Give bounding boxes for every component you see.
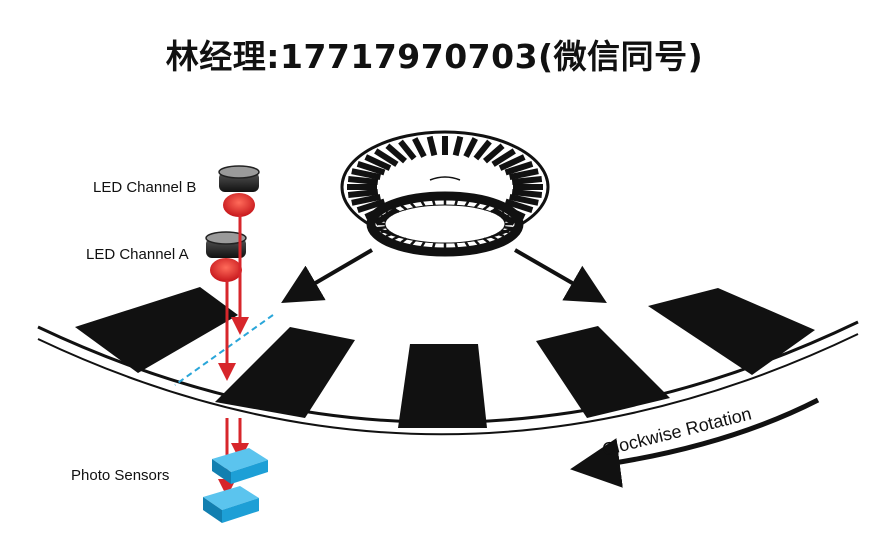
- disc-tick: [490, 235, 498, 241]
- disc-tick: [347, 189, 379, 198]
- disc-tick: [385, 143, 408, 164]
- disc-tick: [351, 168, 381, 181]
- slot: [215, 327, 355, 418]
- disc-tick: [454, 242, 459, 248]
- disc-tick: [398, 139, 417, 161]
- disc-tick: [496, 232, 505, 238]
- led-a-label: LED Channel A: [86, 246, 189, 263]
- zoom-arrow-left: [281, 248, 374, 304]
- disc-tick: [356, 160, 386, 176]
- disc-tick: [490, 207, 498, 213]
- disc-tick: [511, 189, 543, 198]
- disc-tick: [392, 207, 400, 213]
- slot: [648, 288, 815, 375]
- disc-tick: [503, 226, 513, 230]
- disc-tick: [452, 135, 464, 157]
- disc-tick: [374, 148, 399, 167]
- disc-tick: [504, 198, 534, 214]
- disc-tick: [504, 160, 534, 176]
- contact-header: 林经理:17717970703(微信同号): [165, 37, 704, 76]
- disc-tick: [509, 168, 539, 181]
- disc-tick: [400, 204, 408, 211]
- disc-tick: [431, 242, 436, 248]
- beam-guide-line: [174, 314, 274, 386]
- disc-tick: [511, 176, 543, 185]
- disc-tick: [454, 200, 459, 206]
- disc-tick: [400, 237, 408, 244]
- disc-tick: [377, 218, 387, 222]
- disc-tick: [431, 200, 436, 206]
- photo-sensor-icon: [212, 448, 268, 484]
- disc-tick: [380, 214, 389, 219]
- disc-tick: [463, 137, 478, 158]
- disc-tick: [426, 135, 438, 157]
- led-b-label: LED Channel B: [93, 179, 197, 196]
- disc-tick: [385, 232, 394, 238]
- disc-tick: [392, 235, 400, 241]
- led-b-icon: [218, 165, 260, 217]
- disc-tick: [380, 229, 389, 234]
- disc-tick: [464, 200, 470, 207]
- disc-tick: [496, 210, 505, 216]
- encoder-slots: [75, 287, 815, 428]
- disc-tick: [473, 139, 492, 161]
- disc-tick: [482, 237, 490, 244]
- disc-tick: [377, 226, 387, 230]
- encoder-disc-icon: [340, 130, 550, 257]
- disc-tick: [356, 198, 386, 214]
- led-a-icon: [205, 231, 247, 282]
- disc-tick: [509, 193, 539, 206]
- photo-sensor-icon: [203, 486, 259, 523]
- disc-tick: [501, 214, 510, 219]
- disc-tick: [474, 202, 480, 209]
- track-inner-arc: [37, 333, 859, 436]
- disc-tick: [347, 176, 379, 185]
- disc-tick: [503, 218, 513, 222]
- disc-tick: [364, 154, 392, 171]
- slot: [536, 326, 670, 418]
- disc-tick: [410, 202, 416, 209]
- disc-tick: [474, 239, 480, 246]
- sensors-label: Photo Sensors: [71, 467, 170, 484]
- disc-tick: [482, 143, 505, 164]
- disc-tick: [351, 193, 381, 206]
- disc-tick: [385, 210, 394, 216]
- disc-tick: [491, 148, 516, 167]
- rotation-arrow: [570, 397, 820, 488]
- slot: [398, 344, 487, 428]
- disc-tick: [412, 137, 427, 158]
- disc-tick: [498, 154, 526, 171]
- disc-tick: [501, 229, 510, 234]
- zoom-arrow-right: [514, 248, 607, 303]
- disc-tick: [482, 204, 490, 211]
- slot: [75, 287, 238, 373]
- disc-tick: [464, 241, 470, 248]
- disc-tick: [420, 241, 426, 248]
- disc-tick: [410, 239, 416, 246]
- disc-tick: [420, 200, 426, 207]
